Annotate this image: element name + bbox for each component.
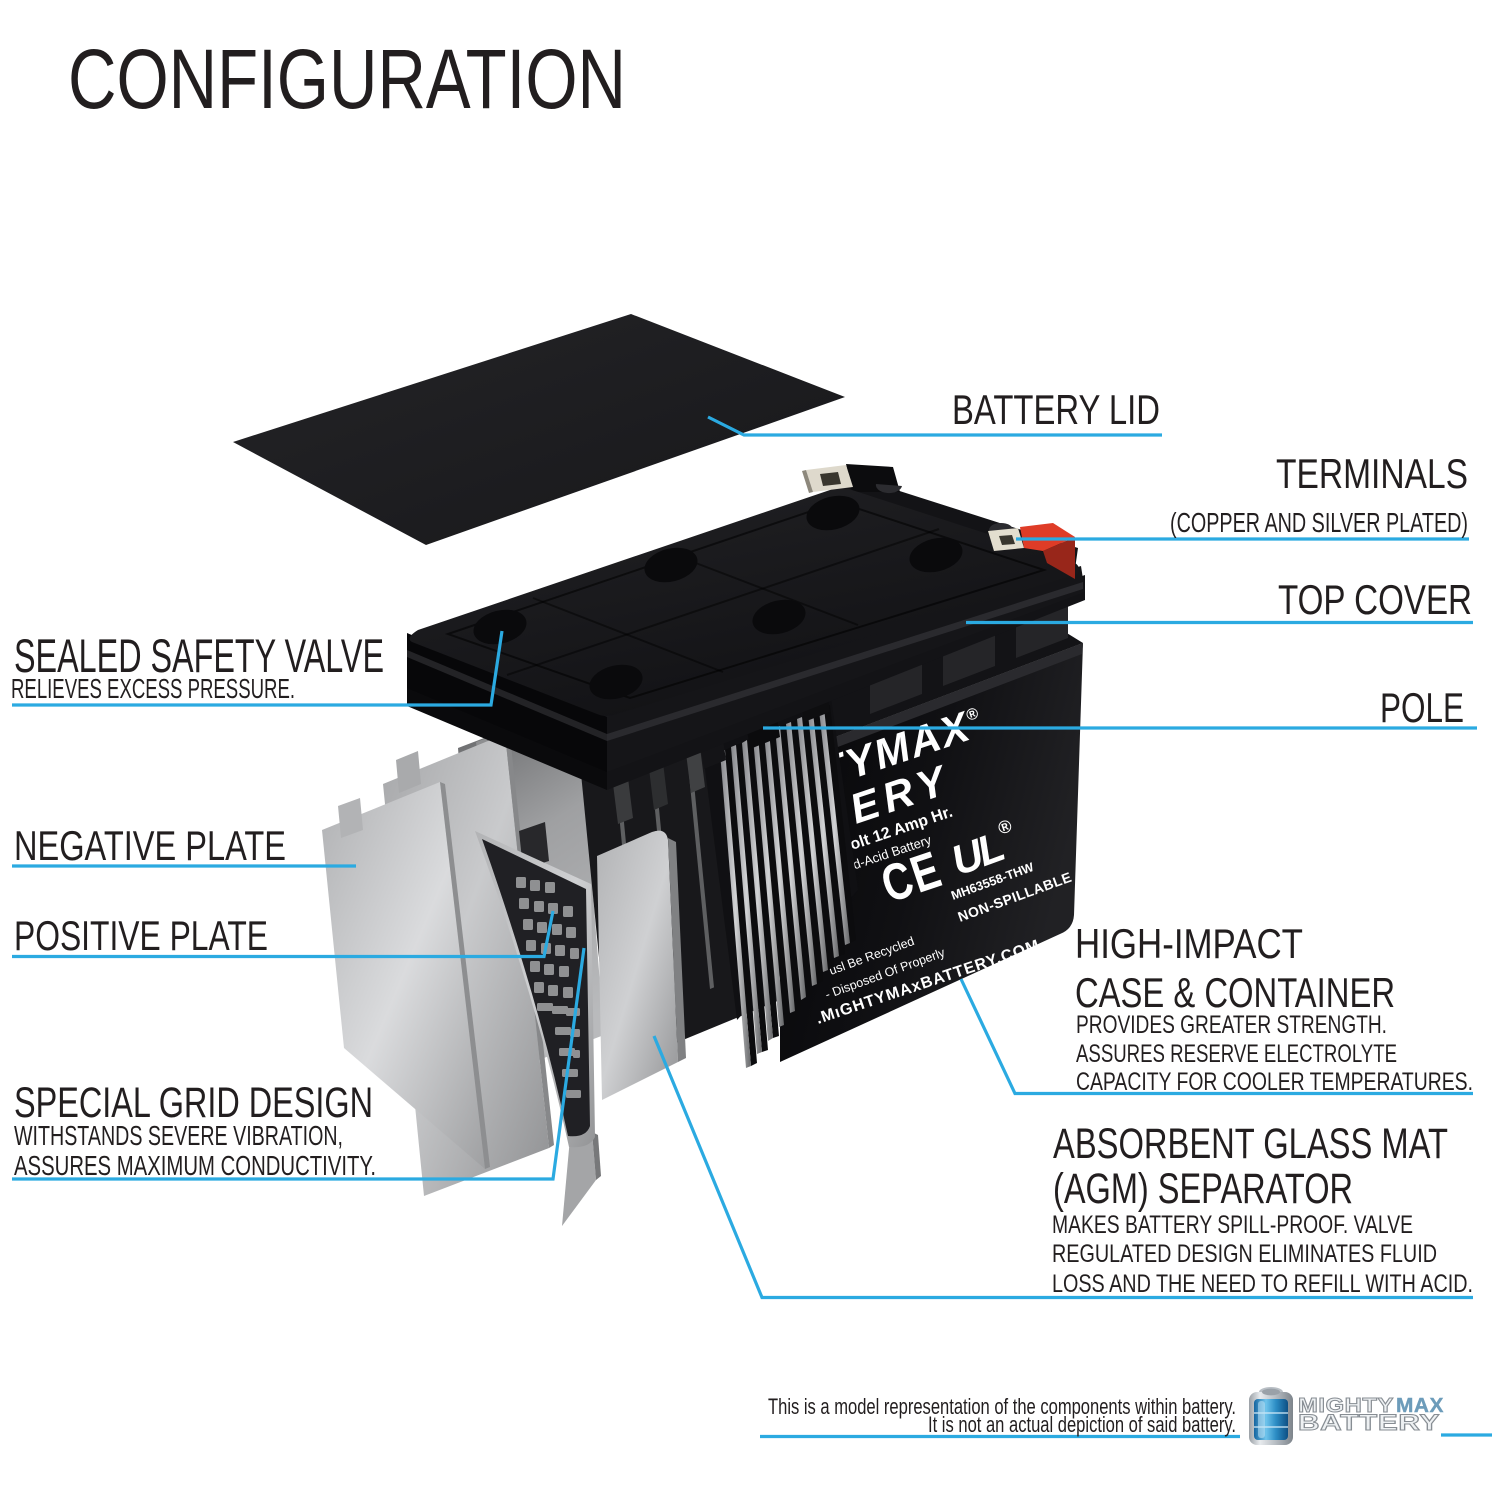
svg-text:POLE: POLE (1380, 684, 1464, 731)
svg-text:SPECIAL GRID DESIGN: SPECIAL GRID DESIGN (14, 1079, 373, 1127)
svg-text:MAX: MAX (1396, 1395, 1444, 1417)
svg-text:TOP COVER: TOP COVER (1278, 576, 1472, 623)
svg-text:CONFIGURATION: CONFIGURATION (68, 32, 626, 126)
svg-text:TERMINALS: TERMINALS (1276, 450, 1468, 497)
svg-text:LOSS AND THE NEED TO REFILL WI: LOSS AND THE NEED TO REFILL WITH ACID. (1052, 1270, 1473, 1298)
svg-text:REGULATED DESIGN ELIMINATES FL: REGULATED DESIGN ELIMINATES FLUID (1052, 1240, 1437, 1268)
svg-text:(AGM) SEPARATOR: (AGM) SEPARATOR (1053, 1165, 1353, 1213)
svg-text:MAKES BATTERY SPILL-PROOF. VAL: MAKES BATTERY SPILL-PROOF. VALVE (1052, 1211, 1413, 1239)
svg-text:CAPACITY FOR COOLER TEMPERATUR: CAPACITY FOR COOLER TEMPERATURES. (1076, 1068, 1473, 1096)
svg-text:ASSURES RESERVE ELECTROLYTE: ASSURES RESERVE ELECTROLYTE (1076, 1040, 1397, 1068)
svg-text:POSITIVE PLATE: POSITIVE PLATE (14, 912, 268, 959)
svg-text:It is not an actual depiction: It is not an actual depiction of said ba… (928, 1412, 1236, 1437)
svg-text:HIGH-IMPACT: HIGH-IMPACT (1075, 920, 1303, 967)
svg-text:BATTERY: BATTERY (1298, 1410, 1440, 1435)
svg-text:CASE & CONTAINER: CASE & CONTAINER (1075, 969, 1395, 1016)
svg-text:NEGATIVE PLATE: NEGATIVE PLATE (14, 822, 286, 869)
svg-text:ASSURES MAXIMUM CONDUCTIVITY.: ASSURES MAXIMUM CONDUCTIVITY. (14, 1150, 376, 1181)
svg-text:PROVIDES GREATER STRENGTH.: PROVIDES GREATER STRENGTH. (1076, 1011, 1387, 1039)
svg-text:ABSORBENT GLASS MAT: ABSORBENT GLASS MAT (1053, 1120, 1448, 1168)
svg-text:This is a model representation: This is a model representation of the co… (768, 1394, 1236, 1419)
svg-text:MIGHTY: MIGHTY (1298, 1395, 1394, 1417)
svg-text:WITHSTANDS SEVERE VIBRATION,: WITHSTANDS SEVERE VIBRATION, (14, 1120, 343, 1151)
svg-text:SEALED SAFETY VALVE: SEALED SAFETY VALVE (14, 629, 384, 682)
svg-text:BATTERY LID: BATTERY LID (952, 386, 1160, 433)
svg-text:RELIEVES EXCESS PRESSURE.: RELIEVES EXCESS PRESSURE. (11, 673, 295, 704)
svg-text:(COPPER AND SILVER PLATED): (COPPER AND SILVER PLATED) (1170, 507, 1468, 538)
